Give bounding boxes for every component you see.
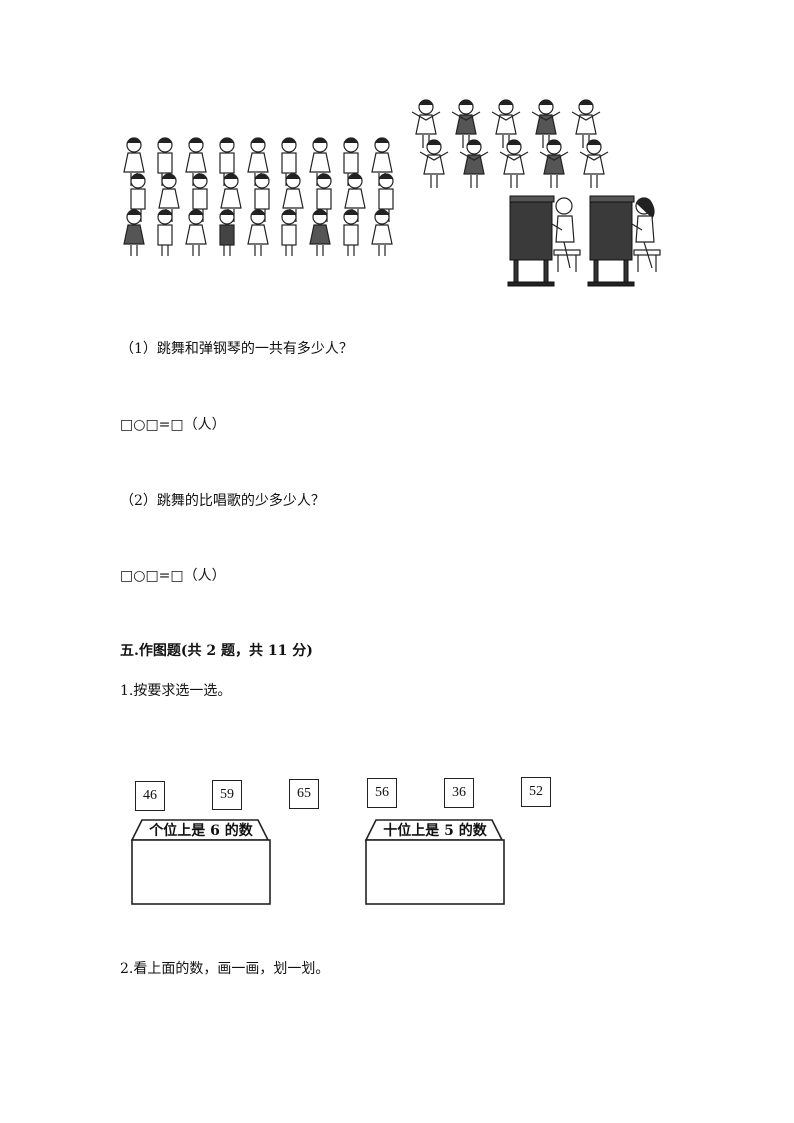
sorting-box-label: 十位上是 5 的数 xyxy=(383,823,487,839)
sorting-box-tens-5[interactable]: 十位上是 5 的数 xyxy=(364,816,508,908)
task-1-prompt: 1.按要求选一选。 xyxy=(120,683,232,699)
section-title: 五.作图题(共 2 题，共 11 分) xyxy=(120,643,313,659)
question-2-answer-template[interactable]: □○□=□（人） xyxy=(120,568,226,584)
pianists-illustration xyxy=(507,195,661,287)
number-card[interactable]: 46 xyxy=(135,781,165,811)
number-card[interactable]: 56 xyxy=(367,778,397,808)
sorting-box-label: 个位上是 6 的数 xyxy=(149,823,253,839)
sorting-box-outline xyxy=(364,819,505,905)
question-1-answer-template[interactable]: □○□=□（人） xyxy=(120,417,226,433)
sorting-box-outline xyxy=(130,819,271,905)
number-card[interactable]: 36 xyxy=(444,778,474,808)
question-1: （1）跳舞和弹钢琴的一共有多少人？ xyxy=(120,341,353,357)
number-card[interactable]: 65 xyxy=(289,779,319,809)
number-card[interactable]: 59 xyxy=(212,780,242,810)
task-2-prompt: 2.看上面的数，画一画，划一划。 xyxy=(120,961,330,977)
question-2: （2）跳舞的比唱歌的少多少人？ xyxy=(120,493,325,509)
number-card[interactable]: 52 xyxy=(521,777,551,807)
choir-illustration xyxy=(123,137,394,256)
dancers-illustration xyxy=(411,99,609,188)
sorting-box-ones-6[interactable]: 个位上是 6 的数 xyxy=(130,816,274,908)
